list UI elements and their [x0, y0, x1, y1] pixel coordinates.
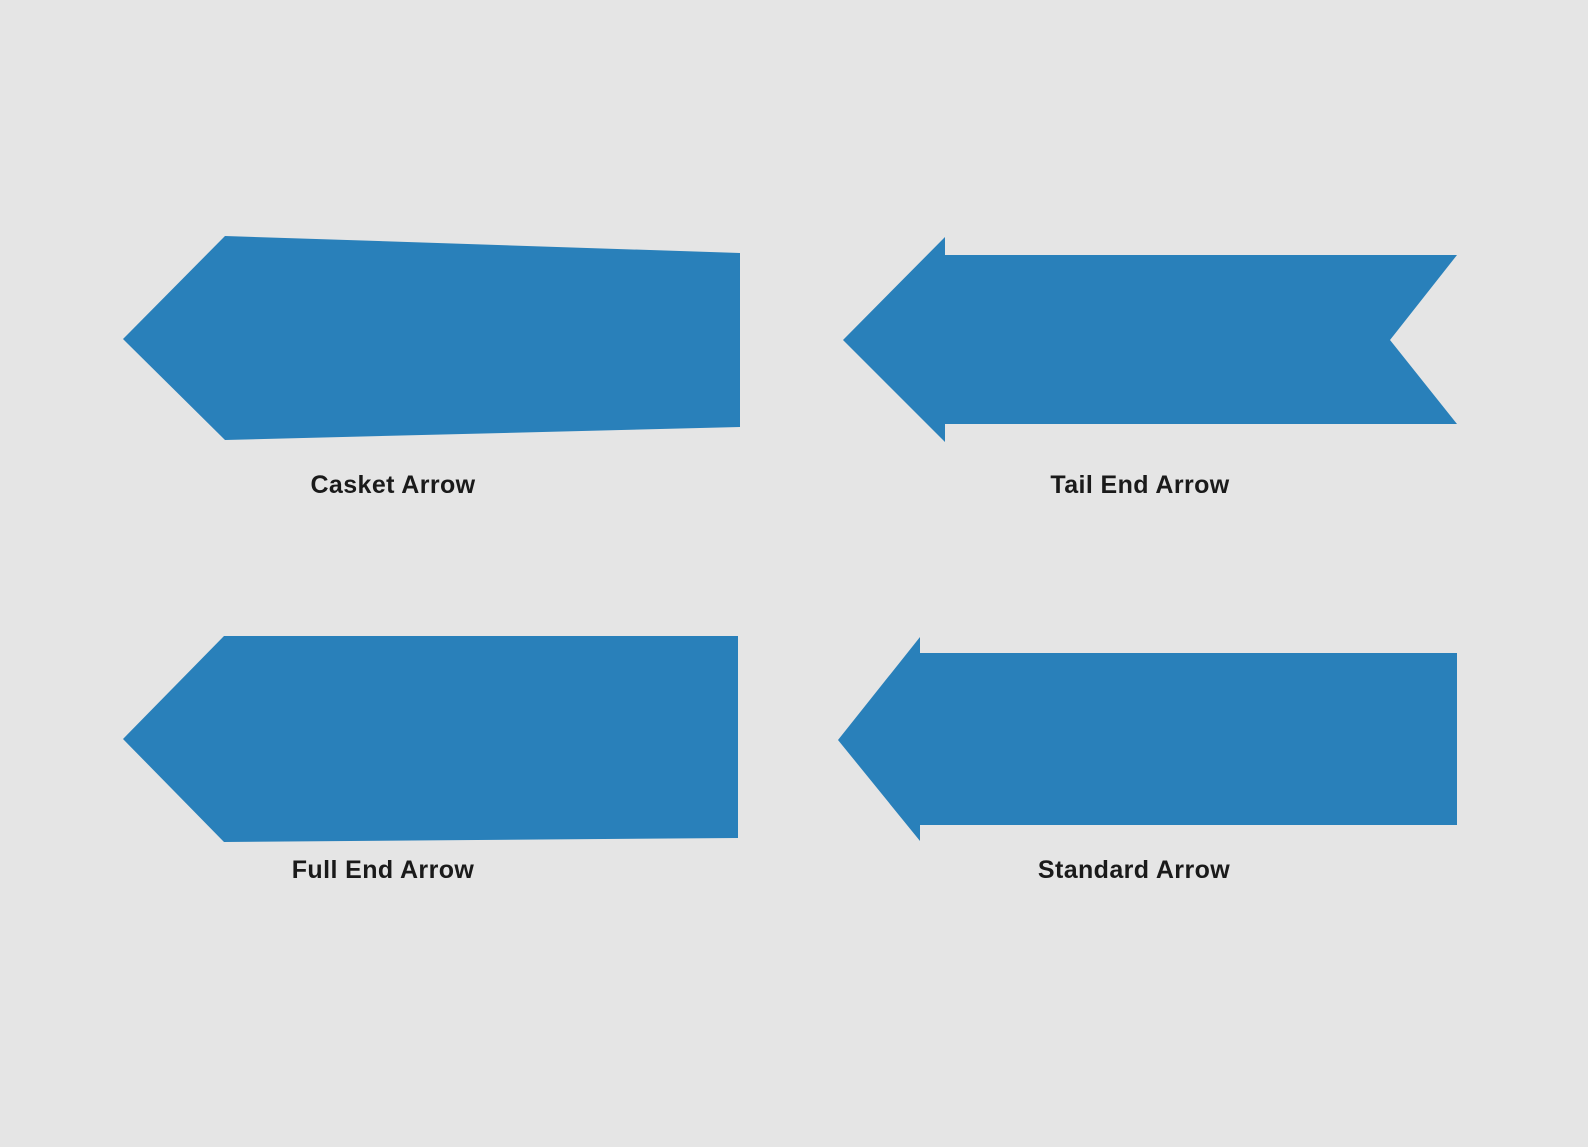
full-end-arrow-figure[interactable] [100, 625, 800, 875]
full-end-arrow-shape[interactable] [100, 625, 800, 875]
tail-end-arrow-figure[interactable] [820, 225, 1520, 475]
tail-end-arrow-polygon[interactable] [843, 237, 1457, 442]
standard-arrow-figure[interactable] [820, 625, 1520, 875]
casket-arrow-shape[interactable] [100, 225, 800, 475]
standard-arrow-shape[interactable] [820, 625, 1520, 875]
casket-arrow-figure[interactable] [100, 225, 800, 475]
full-end-arrow-label: Full End Arrow [291, 856, 475, 884]
tail-end-arrow-shape[interactable] [820, 225, 1520, 475]
standard-arrow-label: Standard Arrow [1037, 856, 1231, 884]
tail-end-arrow-label: Tail End Arrow [1050, 471, 1230, 499]
casket-arrow-label: Casket Arrow [310, 471, 476, 499]
full-end-arrow-polygon[interactable] [123, 636, 738, 842]
standard-arrow-polygon[interactable] [838, 637, 1457, 841]
casket-arrow-polygon[interactable] [123, 236, 740, 440]
